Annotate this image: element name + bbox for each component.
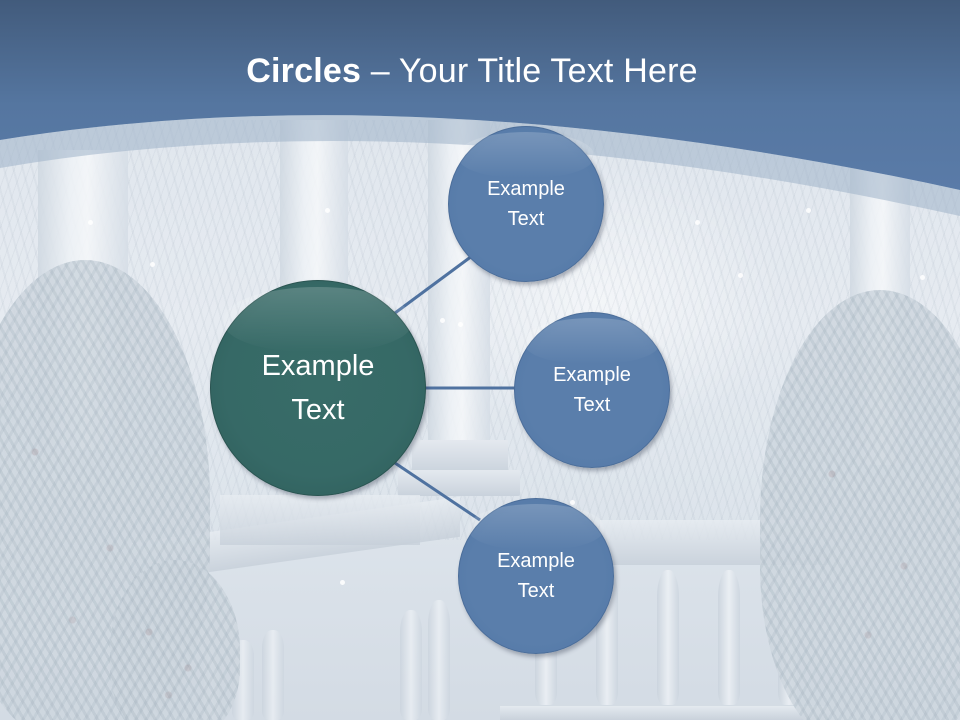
snowflake xyxy=(325,208,330,213)
balustrade-base xyxy=(500,706,830,720)
connector-top xyxy=(394,254,473,315)
snowflake xyxy=(458,322,463,327)
node-middle-line2: Text xyxy=(573,394,611,416)
balustrade-post xyxy=(220,495,420,545)
snowflake xyxy=(738,273,743,278)
center-circle[interactable]: Example Text xyxy=(210,280,426,496)
baluster xyxy=(657,570,679,705)
node-top-line2: Text xyxy=(507,208,545,230)
node-circle-bottom[interactable]: Example Text xyxy=(458,498,614,654)
node-circle-top[interactable]: Example Text xyxy=(448,126,604,282)
snowflake xyxy=(440,318,445,323)
node-bottom-line2: Text xyxy=(517,580,555,602)
node-bottom-line1: Example xyxy=(497,550,575,572)
center-circle-line1: Example xyxy=(261,350,375,382)
title-bold: Circles xyxy=(246,52,362,90)
pillar-base xyxy=(412,440,508,474)
connector-bottom xyxy=(394,461,481,522)
holly-bush-right xyxy=(760,290,960,720)
slide-title: Circles – Your Title Text Here xyxy=(0,52,944,91)
baluster xyxy=(718,570,740,705)
title-rest: – Your Title Text Here xyxy=(361,52,698,90)
baluster xyxy=(428,600,450,720)
node-middle-line1: Example xyxy=(553,364,631,386)
snowflake xyxy=(920,275,925,280)
header-band xyxy=(0,0,960,216)
snowflake xyxy=(806,208,811,213)
pillar-base xyxy=(398,470,520,496)
baluster xyxy=(262,630,284,720)
snowflake xyxy=(570,500,575,505)
node-top-line1: Example xyxy=(487,178,565,200)
snowflake xyxy=(150,262,155,267)
snowflake xyxy=(88,220,93,225)
baluster xyxy=(400,610,422,720)
center-circle-line2: Text xyxy=(291,394,345,426)
snowflake xyxy=(695,220,700,225)
snowflake xyxy=(340,580,345,585)
node-circle-middle[interactable]: Example Text xyxy=(514,312,670,468)
holly-bush-left-small xyxy=(110,560,240,720)
